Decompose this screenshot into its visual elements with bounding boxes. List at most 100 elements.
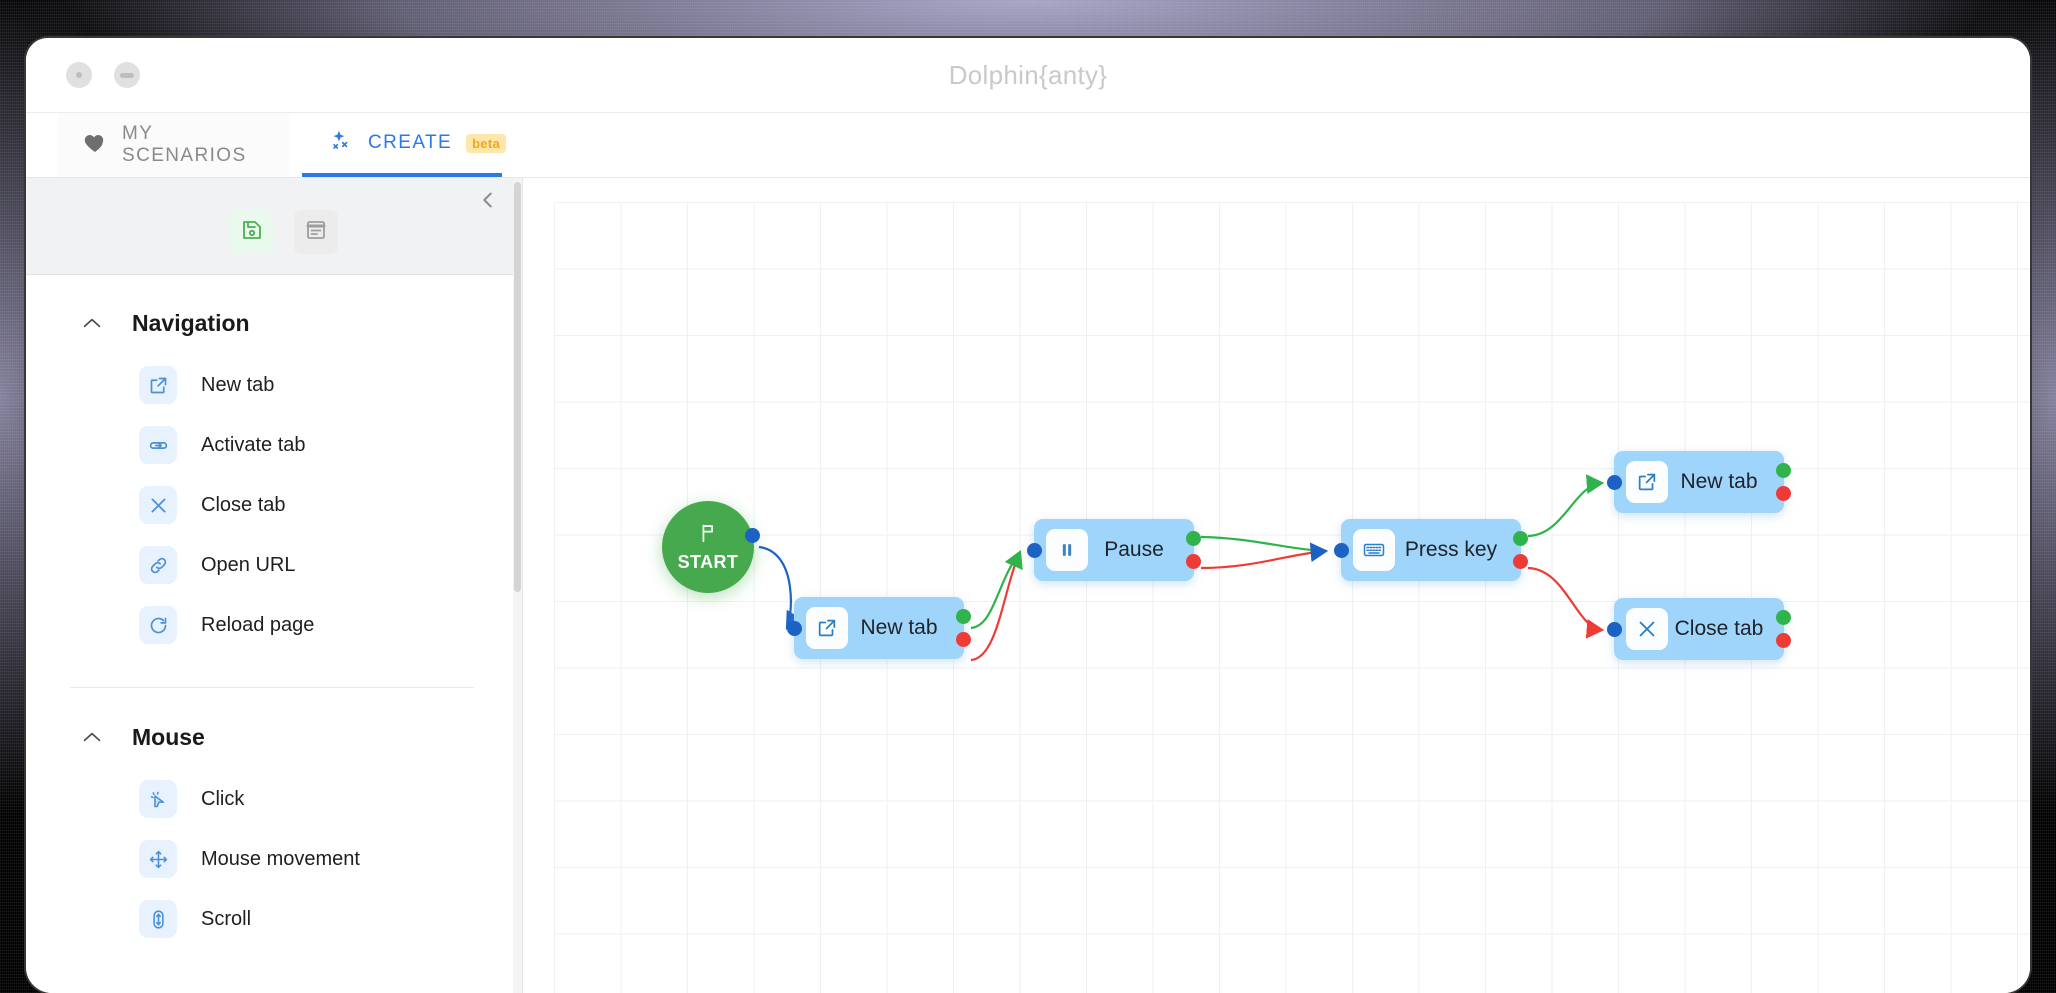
action-click[interactable]: Click [26,769,514,829]
node-new-tab-2-label: New tab [1680,470,1758,493]
port-out-error-press-key[interactable] [1513,554,1528,569]
app-window: Dolphin{anty} MY SCENARIOS CREATE beta [26,38,2030,993]
tab-create-label: CREATE [368,132,453,153]
action-close-tab-label: Close tab [201,493,286,516]
chain-link-icon [139,546,177,584]
heart-icon [82,131,108,160]
node-close-tab-label: Close tab [1674,617,1764,640]
node-new-tab-1-label: New tab [860,616,938,639]
edge-pause-presskey-success [1200,535,1327,553]
save-button[interactable] [230,210,274,254]
chevron-left-icon [477,189,499,216]
tab-bar: MY SCENARIOS CREATE beta [26,113,2030,178]
scenario-canvas[interactable]: START New tab [554,202,2030,993]
port-out-error-pause[interactable] [1186,554,1201,569]
node-new-tab-1[interactable]: New tab [787,597,971,659]
edge-layer [758,474,1605,662]
panel-scroll-area[interactable]: Navigation New tab [26,274,514,993]
notes-document-icon [304,218,328,247]
node-close-tab[interactable]: Close tab [1607,598,1791,660]
group-navigation-header[interactable]: Navigation [26,274,514,355]
port-out-success-new-tab-1[interactable] [956,609,971,624]
port-out-success-new-tab-2[interactable] [1776,463,1791,478]
tab-my-scenarios-label: MY SCENARIOS [122,123,247,166]
collapse-panel-button[interactable] [470,184,506,220]
node-new-tab-2[interactable]: New tab [1607,451,1791,513]
action-scroll[interactable]: Scroll [26,889,514,949]
keyboard-icon [1353,529,1395,571]
tab-my-scenarios[interactable]: MY SCENARIOS [58,113,290,177]
port-in-close-tab[interactable] [1607,621,1622,637]
reload-icon [139,606,177,644]
edge-newtab-pause-error [970,549,1023,662]
edge-pause-presskey-error [1200,542,1329,570]
node-pause-label: Pause [1104,538,1164,561]
group-mouse: Mouse Click [26,688,514,949]
port-in-new-tab-1[interactable] [787,620,802,636]
panel-scrollbar[interactable] [513,178,522,993]
port-out-success-close-tab[interactable] [1776,610,1791,625]
action-close-tab[interactable]: Close tab [26,475,514,535]
port-out-error-new-tab-1[interactable] [956,632,971,647]
node-press-key-label: Press key [1404,538,1498,561]
action-activate-tab-label: Activate tab [201,433,306,456]
port-out-start[interactable] [745,527,760,543]
external-link-icon [139,366,177,404]
port-in-new-tab-2[interactable] [1607,474,1622,490]
port-out-error-close-tab[interactable] [1776,633,1791,648]
scroll-icon [139,900,177,938]
action-open-url-label: Open URL [201,553,296,576]
pause-icon [1046,529,1088,571]
action-open-url[interactable]: Open URL [26,535,514,595]
window-minimize-button[interactable] [114,62,140,88]
panel-scrollbar-thumb[interactable] [514,182,521,592]
chevron-up-icon [82,315,102,333]
tab-create[interactable]: CREATE beta [302,113,506,177]
external-link-icon [1626,461,1668,503]
move-arrows-icon [139,840,177,878]
port-out-success-press-key[interactable] [1513,531,1528,546]
panel-toolbar [26,178,522,275]
edge-start-newtab [758,545,804,630]
node-pause[interactable]: Pause [1027,519,1201,581]
group-navigation-title: Navigation [132,310,250,336]
close-x-icon [139,486,177,524]
node-start-label: START [677,551,739,572]
group-navigation: Navigation New tab [26,274,514,688]
sparkle-icon [326,128,354,159]
node-press-key[interactable]: Press key [1334,519,1528,581]
port-out-success-pause[interactable] [1186,531,1201,546]
window-title: Dolphin{anty} [948,59,1108,90]
chevron-up-icon [82,729,102,747]
action-mouse-movement-label: Mouse movement [201,847,360,870]
flag-icon [697,522,719,549]
port-out-error-new-tab-2[interactable] [1776,486,1791,501]
titlebar: Dolphin{anty} [26,38,2030,113]
action-reload-page-label: Reload page [201,613,315,636]
action-new-tab[interactable]: New tab [26,355,514,415]
edge-presskey-newtab2 [1527,474,1605,538]
window-close-button[interactable] [66,62,92,88]
cursor-click-icon [139,780,177,818]
action-click-label: Click [201,787,245,810]
link-arrow-icon [139,426,177,464]
edge-presskey-closetab [1527,566,1605,639]
action-mouse-movement[interactable]: Mouse movement [26,829,514,889]
dash-icon [120,72,134,78]
external-link-icon [806,607,848,649]
action-scroll-label: Scroll [201,907,252,930]
node-start[interactable]: START [662,501,760,593]
save-floppy-icon [240,218,264,247]
dot-icon [76,72,82,78]
action-reload-page[interactable]: Reload page [26,595,514,655]
action-new-tab-label: New tab [201,373,275,396]
group-divider [70,687,474,688]
close-x-icon [1626,608,1668,650]
group-mouse-header[interactable]: Mouse [26,688,514,769]
port-in-press-key[interactable] [1334,542,1349,558]
port-in-pause[interactable] [1027,542,1042,558]
notes-button[interactable] [294,210,338,254]
actions-sidebar: Navigation New tab [26,178,523,993]
action-activate-tab[interactable]: Activate tab [26,415,514,475]
body-split: Navigation New tab [26,178,2030,993]
